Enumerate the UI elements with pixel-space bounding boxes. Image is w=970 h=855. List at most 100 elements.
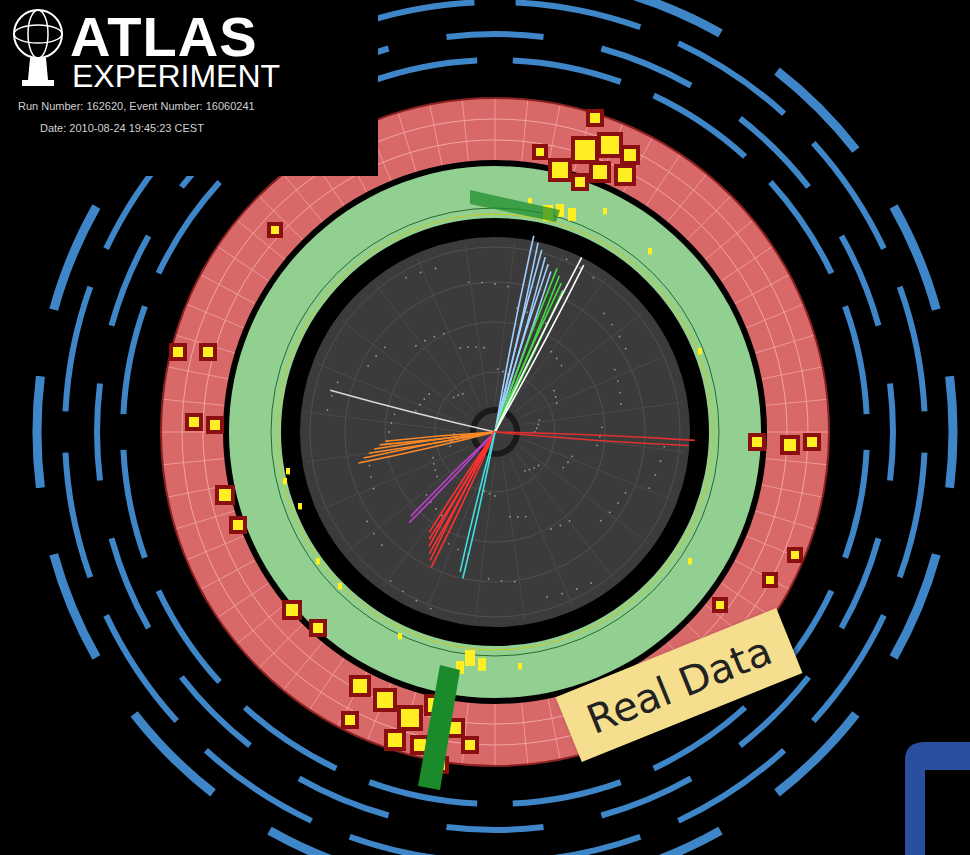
- energy-deposit: [353, 679, 367, 693]
- energy-cell: [548, 158, 572, 182]
- tracker-hit: [648, 487, 650, 489]
- tracker-hit: [430, 608, 432, 610]
- em-deposit: [465, 650, 475, 666]
- energy-deposit: [593, 165, 607, 179]
- muon-chamber: [369, 60, 477, 82]
- tracker-hit: [537, 423, 539, 425]
- tracker-hit: [433, 463, 435, 465]
- muon-chamber: [516, 3, 641, 28]
- calorimeter-grid: [237, 220, 285, 259]
- calorimeter-grid: [767, 432, 829, 433]
- tracker-hit: [373, 488, 375, 490]
- tracker-grid: [516, 453, 614, 579]
- tracker-hit: [453, 396, 455, 398]
- tracker-hit: [576, 588, 578, 590]
- tracker-hit: [592, 277, 594, 279]
- tracker-hit: [566, 258, 568, 260]
- calorimeter-edge: [161, 98, 829, 766]
- energy-cell: [169, 343, 187, 361]
- calorimeter-grid: [309, 658, 343, 710]
- tracker-hit: [625, 492, 627, 494]
- tracker-hit: [603, 312, 605, 314]
- tracker-hit: [533, 467, 535, 469]
- tracker-hit: [561, 365, 563, 367]
- tracker-hit: [467, 346, 469, 348]
- energy-deposit: [766, 576, 774, 584]
- muon-chamber: [112, 236, 149, 326]
- muon-chamber: [950, 376, 953, 488]
- calorimeter-grid: [217, 246, 269, 280]
- muon-chamber: [513, 60, 621, 82]
- particle-track: [495, 432, 689, 446]
- tracker-hit: [433, 336, 435, 338]
- tracker-hit: [601, 426, 603, 428]
- tracker-hit: [390, 422, 392, 424]
- logo-panel: [0, 0, 378, 176]
- energy-cell: [620, 145, 640, 165]
- tracker-hit: [550, 351, 552, 353]
- tracker-hit: [448, 543, 450, 545]
- muon-chamber: [513, 782, 621, 804]
- energy-deposit: [233, 520, 243, 530]
- calorimeter-grid: [237, 605, 285, 644]
- tracker-hit: [517, 516, 519, 518]
- calorimeter-grid: [495, 98, 496, 160]
- calorimeter-grid: [721, 246, 773, 280]
- tracker-hit: [373, 533, 375, 535]
- calorimeter-grid: [217, 583, 269, 617]
- energy-deposit: [552, 162, 568, 178]
- particle-track: [330, 390, 495, 432]
- energy-deposit: [210, 420, 220, 430]
- energy-deposit: [791, 551, 799, 559]
- calorimeter-grid: [668, 174, 707, 222]
- particle-track: [495, 268, 557, 432]
- tracker-hit: [660, 460, 662, 462]
- muon-chamber: [740, 118, 809, 187]
- muon-chamber: [134, 714, 213, 793]
- tracker-hit: [424, 340, 426, 342]
- em-deposit: [286, 468, 290, 474]
- tracker-hit: [494, 495, 496, 497]
- tracker-hit: [545, 322, 547, 324]
- muon-chamber: [890, 384, 893, 481]
- calorimeter-grid: [762, 367, 823, 379]
- calorimeter-grid: [646, 154, 680, 206]
- tracker-hit: [489, 493, 491, 495]
- em-deposit: [688, 558, 692, 564]
- calorimeter-grid: [495, 704, 496, 766]
- tracker-hit: [436, 476, 438, 478]
- tracker-hit: [590, 582, 592, 584]
- energy-cell: [349, 675, 371, 697]
- tracker-hit: [497, 368, 499, 370]
- tracker-hit: [526, 311, 528, 313]
- em-deposit: [568, 208, 576, 221]
- em-deposit: [398, 633, 402, 639]
- tracker-hit: [580, 267, 582, 269]
- tracker-hit: [556, 358, 558, 360]
- tracker-hit: [475, 346, 477, 348]
- particle-track: [495, 257, 582, 432]
- tracker-hit: [370, 476, 372, 478]
- tracker-grid: [524, 402, 683, 424]
- muon-chamber: [97, 384, 100, 481]
- calorimeter-grid: [548, 104, 560, 165]
- particle-track: [385, 432, 495, 441]
- tracker-hit: [619, 336, 621, 338]
- energy-cell: [461, 736, 479, 754]
- energy-deposit: [590, 113, 600, 123]
- tracker-hit: [405, 277, 407, 279]
- muon-chamber: [66, 453, 91, 578]
- tracker-hit: [561, 593, 563, 595]
- energy-deposit: [414, 739, 426, 751]
- energy-cell: [229, 516, 247, 534]
- calorimeter-grid: [283, 642, 322, 690]
- energy-cell: [206, 416, 224, 434]
- tracker-hit: [415, 410, 417, 412]
- tracker-hit: [625, 348, 627, 350]
- em-deposit: [518, 663, 522, 669]
- logo-globe: [14, 10, 62, 58]
- energy-deposit: [784, 439, 796, 451]
- particle-track: [463, 432, 495, 579]
- tracker-hit: [609, 511, 611, 513]
